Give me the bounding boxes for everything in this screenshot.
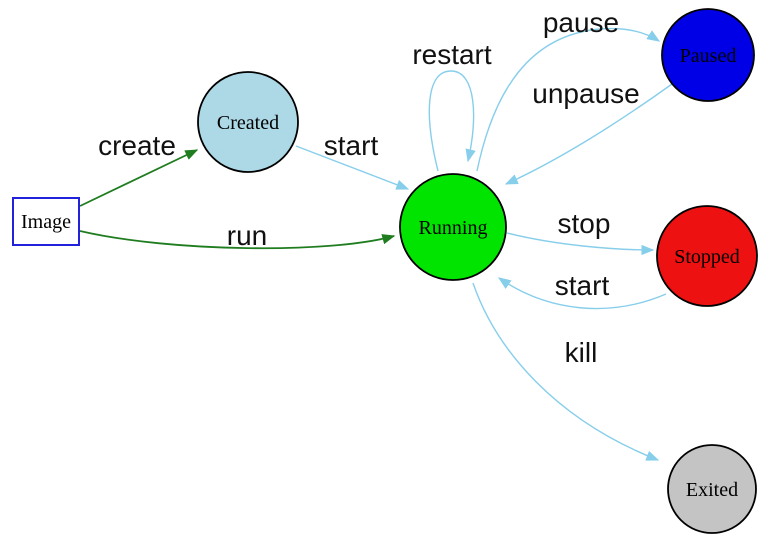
node-stopped-label: Stopped [674, 246, 740, 268]
edge-run [79, 230, 396, 250]
edge-pause [476, 27, 661, 172]
node-running [399, 173, 507, 281]
edge-label-run: run [227, 220, 267, 251]
node-created [197, 71, 299, 173]
edge-label-start-2: start [555, 270, 610, 301]
edge-start-created-running [295, 145, 410, 190]
node-paused-label: Paused [680, 45, 737, 67]
edge-label-unpause: unpause [532, 78, 639, 109]
edge-label-restart: restart [412, 39, 492, 70]
node-exited-label: Exited [686, 479, 738, 501]
edge-label-stop: stop [558, 208, 611, 239]
node-created-label: Created [217, 112, 279, 134]
edge-label-pause: pause [543, 7, 619, 38]
node-running-label: Running [419, 217, 488, 239]
edge-unpause [504, 83, 673, 185]
edge-labels-layer: create run start restart pause unpause s… [98, 7, 640, 368]
edge-stop [506, 232, 655, 256]
edge-label-start-1: start [324, 130, 379, 161]
node-image-label: Image [21, 211, 71, 233]
edges-layer [79, 27, 673, 461]
edge-kill [472, 282, 660, 461]
node-stopped [656, 205, 758, 307]
node-exited [667, 444, 757, 534]
node-image [12, 197, 80, 246]
nodes-layer: Image Created Running Paused Stopped Exi… [12, 8, 758, 534]
edge-restart-self-loop [428, 70, 476, 172]
node-paused [661, 8, 755, 102]
edge-label-kill: kill [565, 337, 598, 368]
edge-label-create: create [98, 130, 176, 161]
edge-create [79, 149, 199, 207]
edge-start-stopped-running [497, 277, 667, 310]
